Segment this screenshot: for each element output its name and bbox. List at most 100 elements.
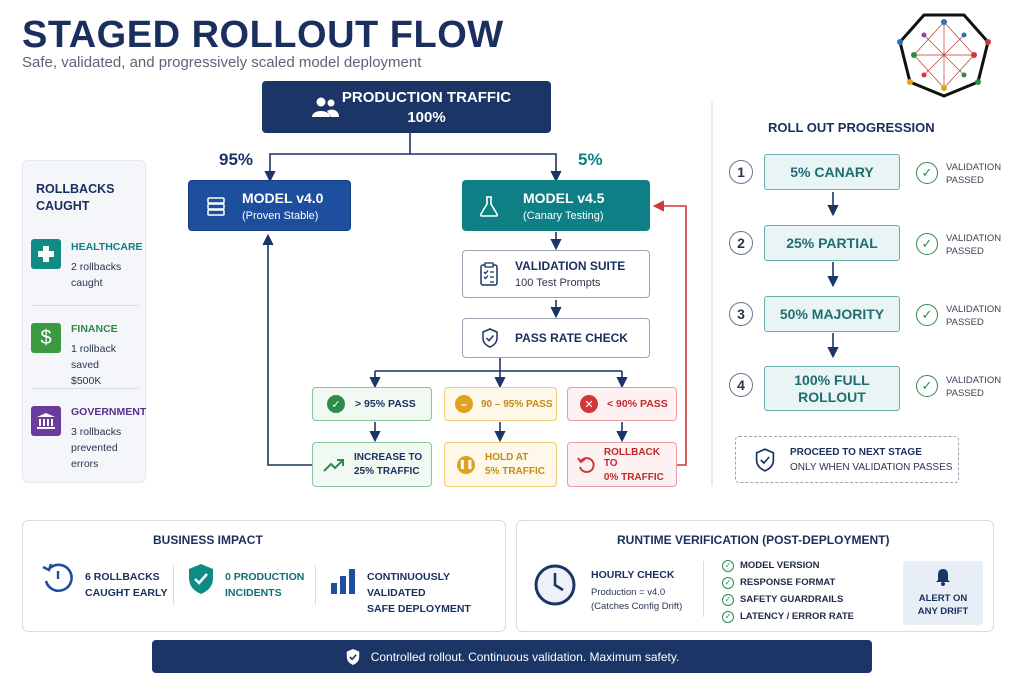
stage-status: VALIDATION PASSED xyxy=(946,161,1001,187)
check-item-label: MODEL VERSION xyxy=(740,560,820,571)
outcome-pass-box: ✓ > 95% PASS xyxy=(312,387,432,421)
stage-status-line: VALIDATION xyxy=(946,162,1002,173)
page-subtitle: Safe, validated, and progressively scale… xyxy=(22,54,422,71)
validation-title: VALIDATION SUITE xyxy=(515,259,626,273)
check-item: ✓LATENCY / ERROR RATE xyxy=(722,608,854,625)
impact-line: INCIDENTS xyxy=(225,587,282,599)
server-icon xyxy=(207,196,225,216)
check-icon: ✓ xyxy=(327,395,345,413)
shield-check-icon xyxy=(482,328,498,348)
stage-box: 5% CANARY xyxy=(764,154,900,190)
stage-number: 3 xyxy=(729,302,753,326)
stage-status-line: PASSED xyxy=(946,175,984,186)
bar-chart-icon xyxy=(331,569,355,594)
footer-banner: Controlled rollout. Continuous validatio… xyxy=(152,640,872,673)
validation-subtitle: 100 Test Prompts xyxy=(515,277,601,289)
impact-item: 0 PRODUCTION INCIDENTS xyxy=(225,569,304,601)
flask-icon xyxy=(479,195,499,217)
sidebar-item-label: GOVERNMENT xyxy=(71,406,147,418)
minus-icon: – xyxy=(455,395,473,413)
pause-icon: ❚❚ xyxy=(457,455,475,474)
sidebar-item-text: 1 rollback saved $500K xyxy=(71,341,145,389)
sidebar-item-line: 2 rollbacks xyxy=(71,261,122,273)
clock-icon xyxy=(534,564,576,606)
stage-status-line: PASSED xyxy=(946,317,984,328)
check-icon: ✓ xyxy=(916,233,938,255)
stage-label: ROLLOUT xyxy=(798,388,866,405)
hourly-line: (Catches Config Drift) xyxy=(591,601,683,612)
action-hold-line2: 5% TRAFFIC xyxy=(485,466,545,477)
action-increase-box: INCREASE TO 25% TRAFFIC xyxy=(312,442,432,487)
divider xyxy=(31,305,139,306)
traffic-title: PRODUCTION TRAFFIC xyxy=(341,88,512,106)
divider xyxy=(31,388,139,389)
runtime-verification-panel: RUNTIME VERIFICATION (POST-DEPLOYMENT) H… xyxy=(516,520,994,632)
dollar-icon: $ xyxy=(31,323,61,353)
stage-number: 2 xyxy=(729,231,753,255)
action-rollback-line2: 0% TRAFFIC xyxy=(603,471,664,483)
alert-line: ALERT ON xyxy=(918,593,968,604)
sidebar-item-line: 3 rollbacks xyxy=(71,426,122,438)
business-impact-panel: BUSINESS IMPACT 6 ROLLBACKS CAUGHT EARLY… xyxy=(22,520,506,632)
stage-status: VALIDATION PASSED xyxy=(946,303,1001,329)
model-canary-title: MODEL v4.5 xyxy=(523,189,605,206)
check-item-label: RESPONSE FORMAT xyxy=(740,577,836,588)
stage-number: 4 xyxy=(729,373,753,397)
sidebar-item-text: 2 rollbacks caught xyxy=(71,259,121,291)
sidebar-item-line: 1 rollback saved xyxy=(71,343,116,371)
check-icon: ✓ xyxy=(722,593,734,606)
progression-note: PROCEED TO NEXT STAGE ONLY WHEN VALIDATI… xyxy=(735,436,959,483)
sidebar-item-line: caught xyxy=(71,277,103,289)
stage-box: 50% MAJORITY xyxy=(764,296,900,332)
rollbacks-sidebar: ROLLBACKS CAUGHT HEALTHCARE 2 rollbacks … xyxy=(22,160,146,483)
outcome-fail-box: ✕ < 90% PASS xyxy=(567,387,677,421)
production-traffic-box: PRODUCTION TRAFFIC 100% xyxy=(262,81,551,133)
stage-status-line: VALIDATION xyxy=(946,233,1002,244)
model-stable-subtitle: (Proven Stable) xyxy=(242,209,319,222)
action-rollback-line1: ROLLBACK TO xyxy=(603,446,660,469)
check-item: ✓ SAFETY GUARDRAILS xyxy=(722,591,854,608)
check-item-label: SAFETY GUARDRAILS xyxy=(740,594,844,605)
divider xyxy=(173,565,174,605)
stage-label: 100% FULL xyxy=(794,371,870,388)
impact-item: CONTINUOUSLY VALIDATED SAFE DEPLOYMENT xyxy=(367,569,505,617)
shield-check-icon xyxy=(189,564,213,594)
action-hold-line1: HOLD AT xyxy=(485,452,529,463)
check-item: ✓ MODEL VERSION xyxy=(722,557,854,574)
action-increase-line1: INCREASE TO xyxy=(354,452,423,463)
trend-up-icon xyxy=(323,458,344,472)
check-icon: ✓ xyxy=(722,559,734,572)
business-impact-title: BUSINESS IMPACT xyxy=(153,533,263,547)
hourly-line: Production = v4.0 xyxy=(591,587,666,598)
footer-text: Controlled rollout. Continuous validatio… xyxy=(370,649,680,664)
check-icon: ✓ xyxy=(916,375,938,397)
users-icon xyxy=(312,97,339,117)
impact-item: 6 ROLLBACKS CAUGHT EARLY xyxy=(85,569,167,601)
medical-cross-icon xyxy=(31,239,61,269)
page-title: STAGED ROLLOUT FLOW xyxy=(22,14,504,56)
model-canary-subtitle: (Canary Testing) xyxy=(523,209,604,222)
stage-status-line: VALIDATION xyxy=(946,304,1002,315)
history-icon xyxy=(42,563,73,593)
split-left-pct: 95% xyxy=(219,150,254,169)
model-canary-box: MODEL v4.5 (Canary Testing) xyxy=(462,180,650,231)
model-stable-box: MODEL v4.0 (Proven Stable) xyxy=(188,180,351,231)
check-icon: ✓ xyxy=(916,162,938,184)
impact-line: 6 ROLLBACKS xyxy=(85,571,160,583)
x-icon: ✕ xyxy=(580,395,598,413)
sidebar-title-line2: CAUGHT xyxy=(36,199,90,213)
rollback-icon xyxy=(577,456,595,473)
sidebar-item-label: FINANCE xyxy=(71,323,118,335)
alert-line: ANY DRIFT xyxy=(917,606,969,617)
bell-icon xyxy=(936,569,950,586)
note-line: ONLY WHEN VALIDATION PASSES xyxy=(790,461,953,473)
validation-suite-box: VALIDATION SUITE 100 Test Prompts xyxy=(462,250,650,298)
hourly-details: Production = v4.0 (Catches Config Drift) xyxy=(591,586,682,614)
stage-box: 25% PARTIAL xyxy=(764,225,900,261)
action-rollback-box: ROLLBACK TO 0% TRAFFIC xyxy=(567,442,677,487)
model-stable-title: MODEL v4.0 xyxy=(242,189,324,206)
stage-label: 25% PARTIAL xyxy=(786,235,878,251)
